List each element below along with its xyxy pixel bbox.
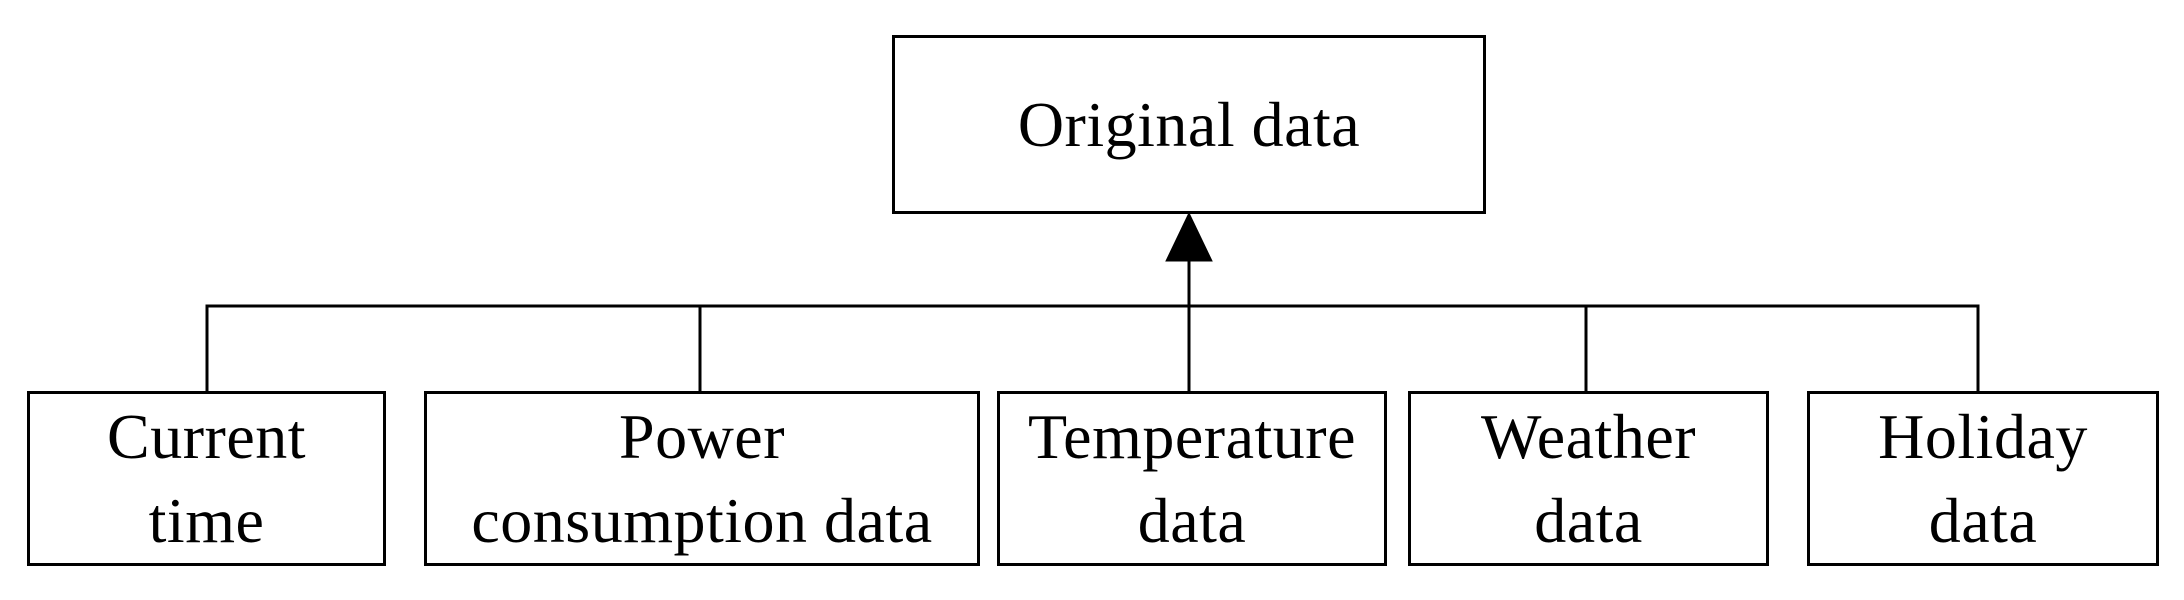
- up-arrow-icon: [1165, 211, 1213, 262]
- node-weather-data-label: Weather data: [1480, 400, 1697, 556]
- node-original-data-label: Original data: [1017, 88, 1361, 160]
- node-power-consumption-data-label: Power consumption data: [471, 400, 933, 556]
- node-temperature-data: Temperature data: [997, 391, 1387, 566]
- node-temperature-data-label: Temperature data: [1028, 400, 1356, 556]
- node-current-time-label: Current time: [107, 400, 306, 556]
- node-holiday-data-label: Holiday data: [1878, 400, 2088, 556]
- node-weather-data: Weather data: [1408, 391, 1769, 566]
- node-current-time: Current time: [27, 391, 386, 566]
- node-original-data: Original data: [892, 35, 1486, 214]
- connector-bus: [205, 304, 1980, 391]
- node-power-consumption-data: Power consumption data: [424, 391, 980, 566]
- node-holiday-data: Holiday data: [1807, 391, 2159, 566]
